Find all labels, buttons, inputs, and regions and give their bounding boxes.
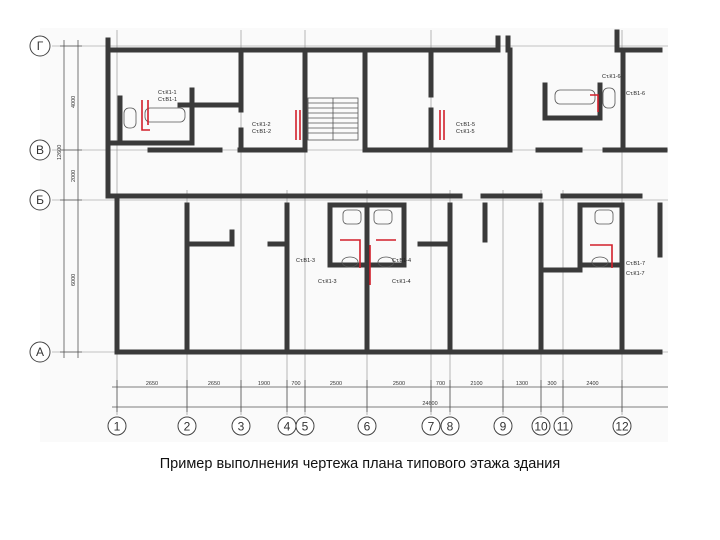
row-axis-markers: Г В Б А xyxy=(29,35,51,363)
column-axis-label: 8 xyxy=(447,420,454,434)
column-axis-circle xyxy=(440,416,460,436)
staircase xyxy=(307,97,359,141)
column-axis-circle xyxy=(421,416,441,436)
riser-label: Ст.В1-4 xyxy=(392,258,411,264)
riser-label: Ст.К1-1 xyxy=(158,90,177,96)
column-axis-label: 5 xyxy=(302,420,309,434)
drawing-sheet xyxy=(40,28,668,442)
dimension-value: 2400 xyxy=(586,381,598,387)
riser-label: Ст.К1-2 xyxy=(252,122,271,128)
column-axis-label: 10 xyxy=(534,420,548,434)
floor-plan-drawing: 4000 2000 6000 12600 Г В Б А xyxy=(29,28,668,442)
dim-4000: 4000 xyxy=(71,96,77,108)
dimension-value: 300 xyxy=(547,381,556,387)
dimension-value: 2650 xyxy=(146,381,158,387)
column-axis-label: 11 xyxy=(557,420,570,434)
riser-label: Ст.К1-3 xyxy=(318,279,337,285)
column-axis-label: 12 xyxy=(615,420,629,434)
riser-label: Ст.В1-1 xyxy=(158,97,177,103)
riser-label: Ст.В1-7 xyxy=(626,261,645,267)
axis-A: А xyxy=(36,345,44,359)
dim-12600: 12600 xyxy=(57,145,63,160)
riser-label: Ст.В1-2 xyxy=(252,129,271,135)
figure-caption: Пример выполнения чертежа плана типового… xyxy=(159,456,561,472)
riser-label: Ст.К1-4 xyxy=(392,279,411,285)
column-axis-label: 2 xyxy=(184,420,191,434)
riser-label: Ст.К1-5 xyxy=(456,129,475,135)
sanitary-fixtures xyxy=(123,87,616,268)
dim-2000: 2000 xyxy=(71,170,77,182)
column-axis-label: 1 xyxy=(114,420,121,434)
bottom-dimension-chain: 2650 2650 1900 700 2500 2500 700 2100 1300 300 240… xyxy=(112,381,668,408)
water-pipes xyxy=(141,94,613,285)
column-axis-circle xyxy=(553,416,573,436)
total-dimension: 24600 xyxy=(422,401,437,407)
column-axis-circle xyxy=(531,416,551,436)
column-axis-circle xyxy=(612,416,632,436)
column-axis-label: 7 xyxy=(428,420,435,434)
axis-V: В xyxy=(36,143,44,157)
column-axis-circle xyxy=(107,416,127,436)
column-axis-circle xyxy=(177,416,197,436)
riser-label: Ст.К1-6 xyxy=(602,74,621,80)
building-walls xyxy=(105,29,668,355)
dimension-value: 2650 xyxy=(208,381,220,387)
column-axis-label: 6 xyxy=(364,420,371,434)
column-axis-circle xyxy=(493,416,513,436)
dim-6000: 6000 xyxy=(71,274,77,286)
dimension-value: 2500 xyxy=(330,381,342,387)
left-dimension-chain: 4000 2000 6000 12600 xyxy=(57,40,82,358)
axis-G: Г xyxy=(37,39,44,53)
dimension-value: 1900 xyxy=(258,381,270,387)
riser-label: Ст.К1-7 xyxy=(626,271,645,277)
column-axis-label: 9 xyxy=(500,420,507,434)
column-axis-label: 4 xyxy=(284,420,291,434)
dimension-value: 1300 xyxy=(516,381,528,387)
column-axis-circle xyxy=(231,416,251,436)
dimension-value: 700 xyxy=(436,381,445,387)
column-axis-label: 3 xyxy=(238,420,245,434)
riser-label: Ст.В1-3 xyxy=(296,258,315,264)
dimension-value: 2500 xyxy=(393,381,405,387)
riser-label: Ст.В1-6 xyxy=(626,91,645,97)
column-axis-circle xyxy=(295,416,315,436)
riser-labels: Ст.К1-1 Ст.В1-1 Ст.К1-2 Ст.В1-2 Ст.В1-5 … xyxy=(158,74,645,285)
riser-label: Ст.В1-5 xyxy=(456,122,475,128)
dimension-value: 2100 xyxy=(470,381,482,387)
column-axis-circle xyxy=(357,416,377,436)
dimension-value: 700 xyxy=(291,381,300,387)
axis-B: Б xyxy=(36,193,44,207)
